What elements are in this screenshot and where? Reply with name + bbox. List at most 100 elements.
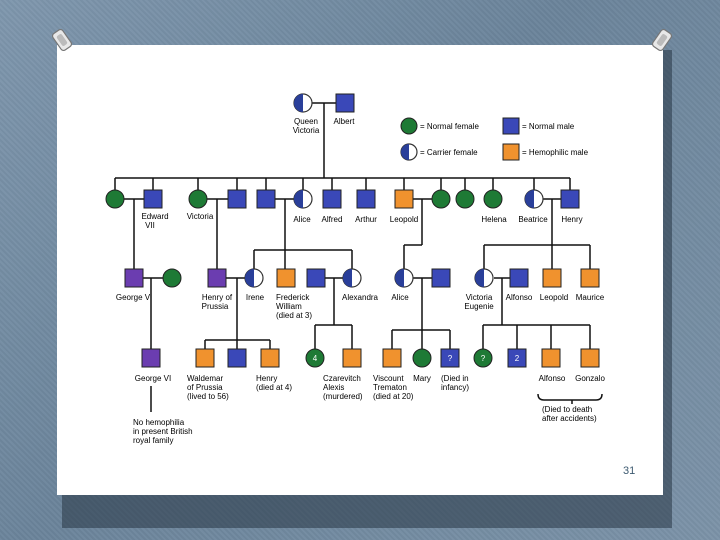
unknown-mark-label: ? [448, 354, 453, 363]
daughters-symbol [473, 348, 493, 368]
waldemar-label-3: (lived to 56) [187, 392, 229, 401]
gonzalo-label: Gonzalo [575, 374, 605, 383]
viscount-label-2: Trematon [373, 383, 407, 392]
waldemar-label: Waldemar [187, 374, 223, 383]
edward-vii-label-2: VII [145, 221, 155, 230]
beatrice-label: Beatrice [518, 215, 548, 224]
alice-husband-symbol [256, 189, 276, 209]
legend-carrier-female-label: = Carrier female [420, 148, 478, 157]
binder-clip-icon [652, 28, 672, 52]
legend-hemophilic-male-label: = Hemophilic male [522, 148, 589, 157]
arthur-label: Arthur [355, 215, 377, 224]
george-v-symbol [124, 268, 144, 288]
alfred-symbol [322, 189, 342, 209]
george-vi-symbol [141, 348, 161, 368]
legend-carrier-female-symbol [400, 143, 418, 161]
legend-normal-male-label: = Normal male [522, 122, 575, 131]
frederick-william-symbol [276, 268, 296, 288]
george-vi-label: George VI [135, 374, 171, 383]
leopold-wife-symbol [431, 189, 451, 209]
viscount-trematon-symbol [382, 348, 402, 368]
mary-label: Mary [413, 374, 431, 383]
henry-label: Henry [561, 215, 582, 224]
queen-victoria-label: Queen [294, 117, 318, 126]
victoria-label: Victoria [187, 212, 214, 221]
victoria-eugenie-label-2: Eugenie [464, 302, 494, 311]
george-v-wife-symbol [162, 268, 182, 288]
helena-label: Helena [481, 215, 507, 224]
arthur-symbol [356, 189, 376, 209]
albert-symbol [335, 93, 355, 113]
slide [57, 45, 663, 495]
waldemar-symbol [195, 348, 215, 368]
alexandra-symbol [342, 268, 362, 288]
alexis-label-2: Alexis [323, 383, 344, 392]
accidents-label-2: after accidents) [542, 414, 597, 423]
alice-carrier-symbol [394, 268, 414, 288]
queen-victoria-label-2: Victoria [293, 126, 320, 135]
frederick-william-label: Frederick [276, 293, 310, 302]
infancy-label-2: infancy) [441, 383, 469, 392]
no-hemophilia-label: No hemophilia [133, 418, 185, 427]
czar-nicholas-symbol [306, 268, 326, 288]
count-4-label: 4 [313, 354, 318, 363]
henry-of-prussia-label-2: Prussia [202, 302, 229, 311]
legend-normal-female-symbol [400, 117, 418, 135]
henry-2-label-2: (died at 4) [256, 383, 292, 392]
maurice-symbol [580, 268, 600, 288]
henry-symbol [560, 189, 580, 209]
alexis-label-3: (murdered) [323, 392, 363, 401]
legend-normal-male-symbol [502, 117, 520, 135]
legend-hemophilic-male-symbol [502, 143, 520, 161]
alexandra-label: Alexandra [342, 293, 379, 302]
grand-duchesses-symbol [305, 348, 325, 368]
leopold-label: Leopold [390, 215, 418, 224]
sons-symbol [507, 348, 527, 368]
gonzalo-symbol [580, 348, 600, 368]
binder-clip-icon [52, 28, 72, 52]
alice-symbol [293, 189, 313, 209]
maurice-label: Maurice [576, 293, 605, 302]
henry-of-prussia-label: Henry of [202, 293, 233, 302]
infant-symbol [440, 348, 460, 368]
alfred-label: Alfred [322, 215, 343, 224]
victoria-eugenie-label: Victoria [466, 293, 493, 302]
henry-2-symbol [260, 348, 280, 368]
alice-2-label: Alice [391, 293, 409, 302]
edward-vii-label: Edward [141, 212, 168, 221]
alfonso-2-symbol [541, 348, 561, 368]
leopold-symbol [394, 189, 414, 209]
frederick-william-label-3: (died at 3) [276, 311, 312, 320]
no-hemophilia-label-3: royal family [133, 436, 173, 445]
alfonso-symbol [509, 268, 529, 288]
count-2-label: 2 [515, 354, 520, 363]
page-number: 31 [623, 465, 636, 477]
henry-2-label: Henry [256, 374, 277, 383]
prussia-son-symbol [227, 348, 247, 368]
viscount-label-3: (died at 20) [373, 392, 414, 401]
leopold-2-symbol [542, 268, 562, 288]
frederick-william-label-2: William [276, 302, 302, 311]
victoria-eugenie-symbol [474, 268, 494, 288]
alice-husband-2-symbol [431, 268, 451, 288]
leopold-2-label: Leopold [540, 293, 568, 302]
unknown-mark-label-2: ? [481, 354, 486, 363]
alfonso-label: Alfonso [506, 293, 533, 302]
beatrice-symbol [524, 189, 544, 209]
henry-of-prussia-symbol [207, 268, 227, 288]
sister-symbol [455, 189, 475, 209]
infancy-label: (Died in [441, 374, 469, 383]
mary-symbol [412, 348, 432, 368]
legend-normal-female-label: = Normal female [420, 122, 479, 131]
viscount-label: Viscount [373, 374, 404, 383]
irene-symbol [244, 268, 264, 288]
alexis-symbol [342, 348, 362, 368]
victoria-symbol [188, 189, 208, 209]
irene-label: Irene [246, 293, 265, 302]
edward-vii-symbol [143, 189, 163, 209]
no-hemophilia-label-2: in present British [133, 427, 193, 436]
george-v-label: George V [116, 293, 151, 302]
alfonso-2-label: Alfonso [539, 374, 566, 383]
edward-wife-symbol [105, 189, 125, 209]
